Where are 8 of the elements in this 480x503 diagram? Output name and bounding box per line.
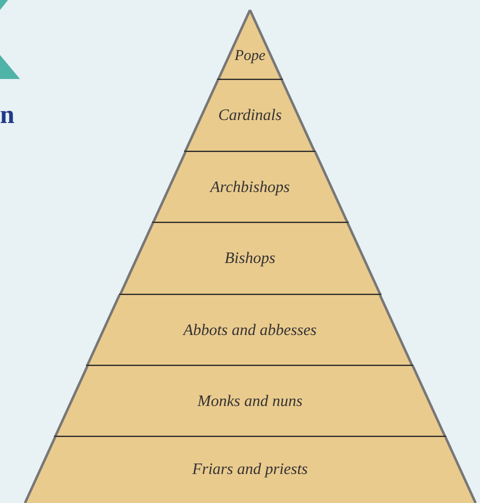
- tier-label: Archbishops: [210, 178, 290, 196]
- tier-label: Cardinals: [218, 107, 282, 125]
- tier-label: Monks and nuns: [198, 392, 302, 410]
- tier-label: Bishops: [224, 250, 276, 268]
- heading-fragment: n: [0, 100, 14, 130]
- tier-label: Pope: [234, 46, 266, 64]
- tier-label: Friars and priests: [192, 461, 308, 479]
- tier-label: Abbots and abbesses: [183, 322, 317, 340]
